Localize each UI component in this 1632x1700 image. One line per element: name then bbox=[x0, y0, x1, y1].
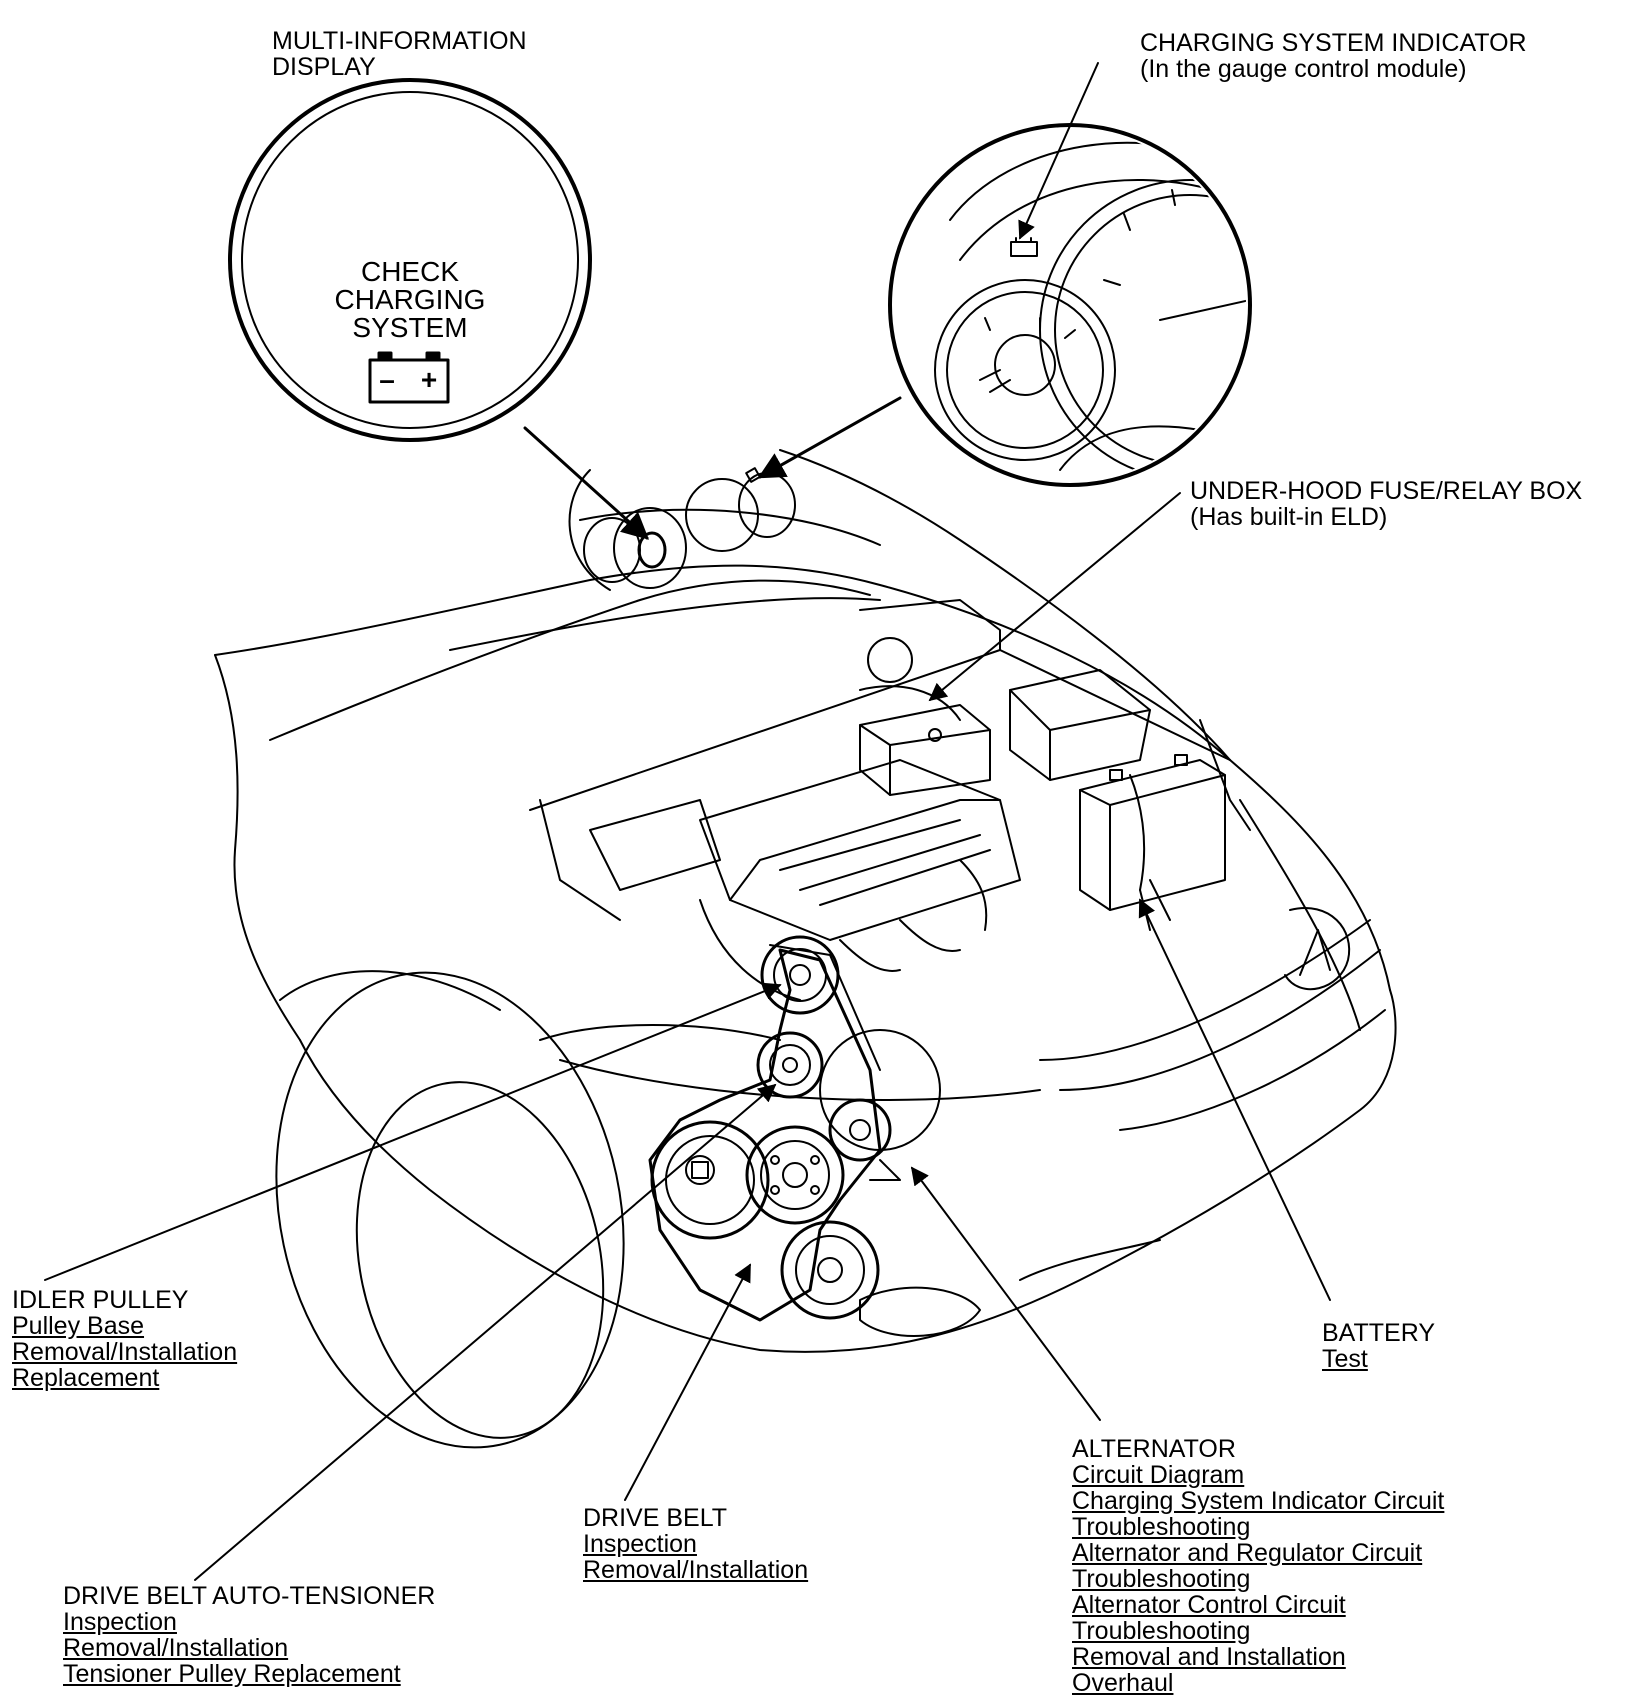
idler-pulley-label: IDLER PULLEY Pulley Base Removal/Install… bbox=[12, 1287, 237, 1391]
engine-cover bbox=[699, 759, 1021, 972]
display-title: MULTI-INFORMATION DISPLAY bbox=[272, 28, 527, 80]
charging-indicator-icon bbox=[1010, 241, 1038, 257]
leader-lines bbox=[44, 62, 1331, 1581]
engine-bay bbox=[529, 599, 1251, 1001]
crank-pulley bbox=[650, 1120, 770, 1240]
message-line: CHECK bbox=[360, 256, 459, 287]
battery-label: BATTERY Test bbox=[1322, 1320, 1435, 1372]
belt-drive bbox=[648, 935, 941, 1322]
link-tensioner-inspection[interactable]: Inspection bbox=[63, 1608, 177, 1636]
indicator-subtitle: (In the gauge control module) bbox=[1140, 55, 1467, 83]
fuse-box-title: UNDER-HOOD FUSE/RELAY BOX bbox=[1190, 477, 1583, 505]
display-callout-circle bbox=[228, 78, 592, 442]
alternator-label: ALTERNATOR Circuit Diagram Charging Syst… bbox=[1072, 1436, 1444, 1696]
link-circuit-diagram[interactable]: Circuit Diagram bbox=[1072, 1461, 1245, 1489]
pump-pulley bbox=[745, 1125, 845, 1225]
drive-belt-title: DRIVE BELT bbox=[583, 1504, 728, 1532]
check-charging-message: CHECK CHARGING SYSTEM bbox=[310, 258, 510, 342]
link-battery-test[interactable]: Test bbox=[1322, 1345, 1368, 1373]
battery-minus-symbol: – bbox=[379, 364, 395, 395]
display-title-line: MULTI-INFORMATION bbox=[272, 27, 527, 55]
battery-plus-symbol: + bbox=[420, 364, 438, 395]
gauge-cluster-detail bbox=[934, 141, 1246, 481]
link-alternator-removal-installation[interactable]: Removal and Installation bbox=[1072, 1643, 1346, 1671]
gauge-callout-circle bbox=[888, 123, 1252, 487]
link-control-circuit[interactable]: Alternator Control Circuit bbox=[1072, 1591, 1346, 1619]
link-troubleshooting[interactable]: Troubleshooting bbox=[1072, 1617, 1251, 1645]
idler-pulley bbox=[760, 935, 840, 1015]
link-regulator-circuit[interactable]: Alternator and Regulator Circuit bbox=[1072, 1539, 1423, 1567]
battery-icon bbox=[368, 351, 450, 404]
drive-belt-label: DRIVE BELT Inspection Removal/Installati… bbox=[583, 1505, 808, 1583]
link-idler-replacement[interactable]: Replacement bbox=[12, 1364, 160, 1392]
compressor-pulley bbox=[780, 1220, 880, 1320]
indicator-label: CHARGING SYSTEM INDICATOR (In the gauge … bbox=[1140, 30, 1527, 82]
fuse-relay-box bbox=[859, 704, 991, 796]
tensioner-pulley bbox=[756, 1031, 824, 1099]
car-body bbox=[214, 449, 1397, 1449]
fuse-box-label: UNDER-HOOD FUSE/RELAY BOX (Has built-in … bbox=[1190, 478, 1582, 530]
link-belt-inspection[interactable]: Inspection bbox=[583, 1530, 697, 1558]
battery-unit bbox=[1079, 754, 1226, 911]
link-troubleshooting[interactable]: Troubleshooting bbox=[1072, 1513, 1251, 1541]
display-title-line: DISPLAY bbox=[272, 53, 376, 81]
link-troubleshooting[interactable]: Troubleshooting bbox=[1072, 1565, 1251, 1593]
link-overhaul[interactable]: Overhaul bbox=[1072, 1669, 1174, 1697]
link-tensioner-pulley-replacement[interactable]: Tensioner Pulley Replacement bbox=[63, 1660, 401, 1688]
link-indicator-circuit[interactable]: Charging System Indicator Circuit bbox=[1072, 1487, 1445, 1515]
idler-pulley-title: IDLER PULLEY bbox=[12, 1286, 189, 1314]
message-line: CHARGING bbox=[334, 284, 486, 315]
message-line: SYSTEM bbox=[352, 312, 468, 343]
alternator-pulley bbox=[819, 1029, 941, 1181]
link-pulley-base[interactable]: Pulley Base bbox=[12, 1312, 145, 1340]
battery-title: BATTERY bbox=[1322, 1319, 1435, 1347]
indicator-title: CHARGING SYSTEM INDICATOR bbox=[1140, 29, 1527, 57]
link-belt-removal-installation[interactable]: Removal/Installation bbox=[583, 1556, 809, 1584]
link-tensioner-removal-installation[interactable]: Removal/Installation bbox=[63, 1634, 289, 1662]
tensioner-label: DRIVE BELT AUTO-TENSIONER Inspection Rem… bbox=[63, 1583, 435, 1687]
alternator-title: ALTERNATOR bbox=[1072, 1435, 1236, 1463]
tensioner-title: DRIVE BELT AUTO-TENSIONER bbox=[63, 1582, 436, 1610]
fuse-box-subtitle: (Has built-in ELD) bbox=[1190, 503, 1388, 531]
link-idler-removal-installation[interactable]: Removal/Installation bbox=[12, 1338, 238, 1366]
